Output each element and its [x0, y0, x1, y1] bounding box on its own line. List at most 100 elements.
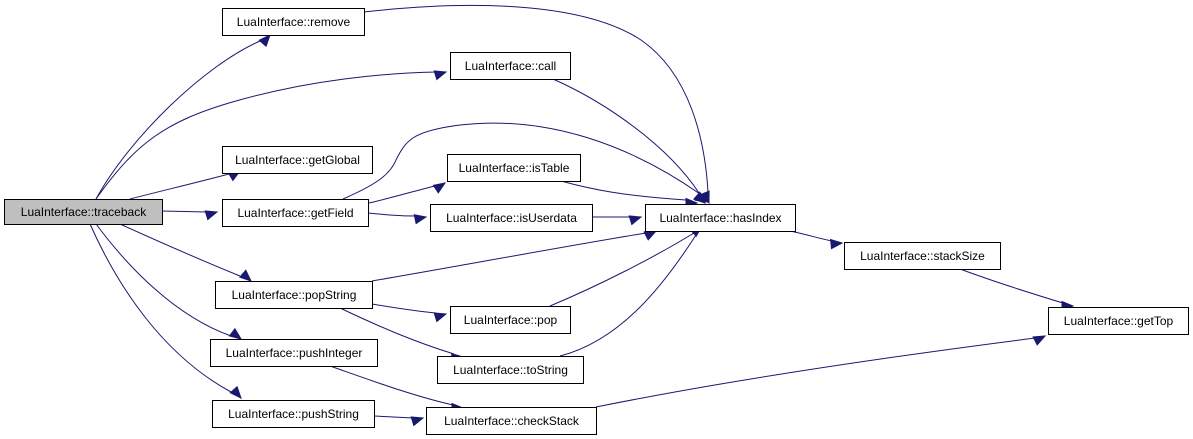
- edge-line: [342, 122, 701, 200]
- node-pop[interactable]: LuaInterface::pop: [450, 306, 571, 334]
- node-pushInteger[interactable]: LuaInterface::pushInteger: [210, 339, 378, 367]
- node-box[interactable]: [215, 281, 373, 309]
- edge-line: [789, 230, 833, 242]
- node-label: LuaInterface::call: [465, 59, 556, 73]
- node-getTop[interactable]: LuaInterface::getTop: [1048, 307, 1189, 335]
- edge-line: [371, 232, 647, 282]
- node-label: LuaInterface::isTable: [459, 161, 570, 175]
- edge-line: [363, 4, 709, 193]
- edge-line: [595, 337, 1036, 408]
- node-label: LuaInterface::remove: [237, 15, 351, 29]
- edge-line: [371, 303, 437, 314]
- node-isTable[interactable]: LuaInterface::isTable: [447, 154, 581, 182]
- edge-line: [339, 307, 455, 355]
- edge-toString-to-hasIndex: [559, 225, 704, 357]
- node-label: LuaInterface::getField: [237, 206, 353, 220]
- node-checkStack[interactable]: LuaInterface::checkStack: [426, 407, 597, 435]
- node-box[interactable]: [212, 400, 375, 428]
- node-isUserdata[interactable]: LuaInterface::isUserdata: [430, 204, 593, 232]
- edge-stackSize-to-getTop: [959, 268, 1075, 312]
- arrowhead-icon: [1032, 335, 1047, 346]
- node-label: LuaInterface::hasIndex: [659, 211, 781, 225]
- edge-line: [119, 223, 241, 277]
- node-box[interactable]: [426, 407, 597, 435]
- edge-line: [549, 232, 695, 307]
- arrowhead-icon: [628, 215, 643, 226]
- node-getGlobal[interactable]: LuaInterface::getGlobal: [222, 146, 373, 174]
- node-label: LuaInterface::pushInteger: [226, 346, 363, 360]
- arrowhead-icon: [643, 230, 658, 241]
- edge-line: [559, 234, 697, 357]
- node-box[interactable]: [210, 339, 378, 367]
- edge-traceback-to-getGlobal: [129, 170, 242, 200]
- edge-line: [129, 173, 230, 200]
- edge-line: [373, 415, 414, 419]
- node-label: LuaInterface::traceback: [21, 205, 147, 219]
- edge-getField-to-hasIndex: [342, 122, 709, 203]
- node-box[interactable]: [222, 199, 369, 227]
- node-label: LuaInterface::checkStack: [444, 414, 580, 428]
- edge-popString-to-hasIndex: [371, 230, 658, 282]
- edge-line: [560, 180, 687, 201]
- arrowhead-icon: [204, 210, 219, 221]
- edge-line: [552, 78, 700, 194]
- arrowhead-icon: [410, 416, 425, 427]
- node-box[interactable]: [447, 154, 581, 182]
- node-traceback[interactable]: LuaInterface::traceback: [4, 199, 163, 225]
- node-box[interactable]: [430, 204, 593, 232]
- node-box[interactable]: [844, 242, 1001, 270]
- node-toString[interactable]: LuaInterface::toString: [437, 356, 584, 384]
- edge-getField-to-isTable: [368, 182, 447, 204]
- arrowhead-icon: [433, 70, 448, 81]
- node-remove[interactable]: LuaInterface::remove: [222, 8, 365, 36]
- node-label: LuaInterface::isUserdata: [446, 211, 577, 225]
- edge-getField-to-isUserdata: [367, 212, 428, 225]
- edge-traceback-to-pushInteger: [95, 223, 243, 340]
- edge-line: [161, 210, 208, 213]
- edge-hasIndex-to-stackSize: [789, 230, 844, 250]
- edge-line: [95, 223, 232, 337]
- edge-line: [95, 40, 261, 200]
- arrowhead-icon: [229, 385, 242, 399]
- node-box[interactable]: [222, 8, 365, 36]
- node-label: LuaInterface::toString: [453, 363, 568, 377]
- edge-line: [368, 185, 436, 204]
- edge-traceback-to-getField: [161, 210, 219, 221]
- node-hasIndex[interactable]: LuaInterface::hasIndex: [645, 204, 796, 232]
- arrowhead-icon: [258, 34, 271, 48]
- edge-popString-to-pop: [371, 303, 448, 323]
- edge-traceback-to-popString: [119, 223, 252, 282]
- edge-line: [95, 71, 437, 200]
- edge-isUserdata-to-hasIndex: [592, 215, 643, 226]
- node-getField[interactable]: LuaInterface::getField: [222, 199, 369, 227]
- node-label: LuaInterface::stackSize: [860, 249, 985, 263]
- node-stackSize[interactable]: LuaInterface::stackSize: [844, 242, 1001, 270]
- node-box[interactable]: [4, 199, 163, 225]
- node-label: LuaInterface::popString: [232, 288, 357, 302]
- node-popString[interactable]: LuaInterface::popString: [215, 281, 373, 309]
- edge-line: [329, 365, 454, 406]
- edge-line: [959, 268, 1064, 304]
- edge-line: [89, 223, 232, 393]
- arrowhead-icon: [433, 312, 448, 323]
- node-box[interactable]: [222, 146, 373, 174]
- edge-traceback-to-call: [95, 70, 448, 200]
- edge-isTable-to-hasIndex: [560, 180, 699, 209]
- node-label: LuaInterface::getGlobal: [235, 153, 360, 167]
- node-box[interactable]: [450, 52, 571, 80]
- node-label: LuaInterface::pushString: [228, 407, 359, 421]
- edge-traceback-to-pushString: [89, 223, 242, 399]
- node-box[interactable]: [437, 356, 584, 384]
- node-label: LuaInterface::pop: [464, 313, 558, 327]
- node-call[interactable]: LuaInterface::call: [450, 52, 571, 80]
- arrowhead-icon: [238, 269, 252, 282]
- arrowhead-icon: [413, 214, 428, 225]
- node-box[interactable]: [450, 306, 571, 334]
- node-box[interactable]: [645, 204, 796, 232]
- node-box[interactable]: [1048, 307, 1189, 335]
- nodes-layer: LuaInterface::traceback LuaInterface::rem…: [4, 8, 1189, 435]
- arrowhead-icon: [432, 182, 447, 194]
- node-pushString[interactable]: LuaInterface::pushString: [212, 400, 375, 428]
- arrowhead-icon: [830, 238, 844, 250]
